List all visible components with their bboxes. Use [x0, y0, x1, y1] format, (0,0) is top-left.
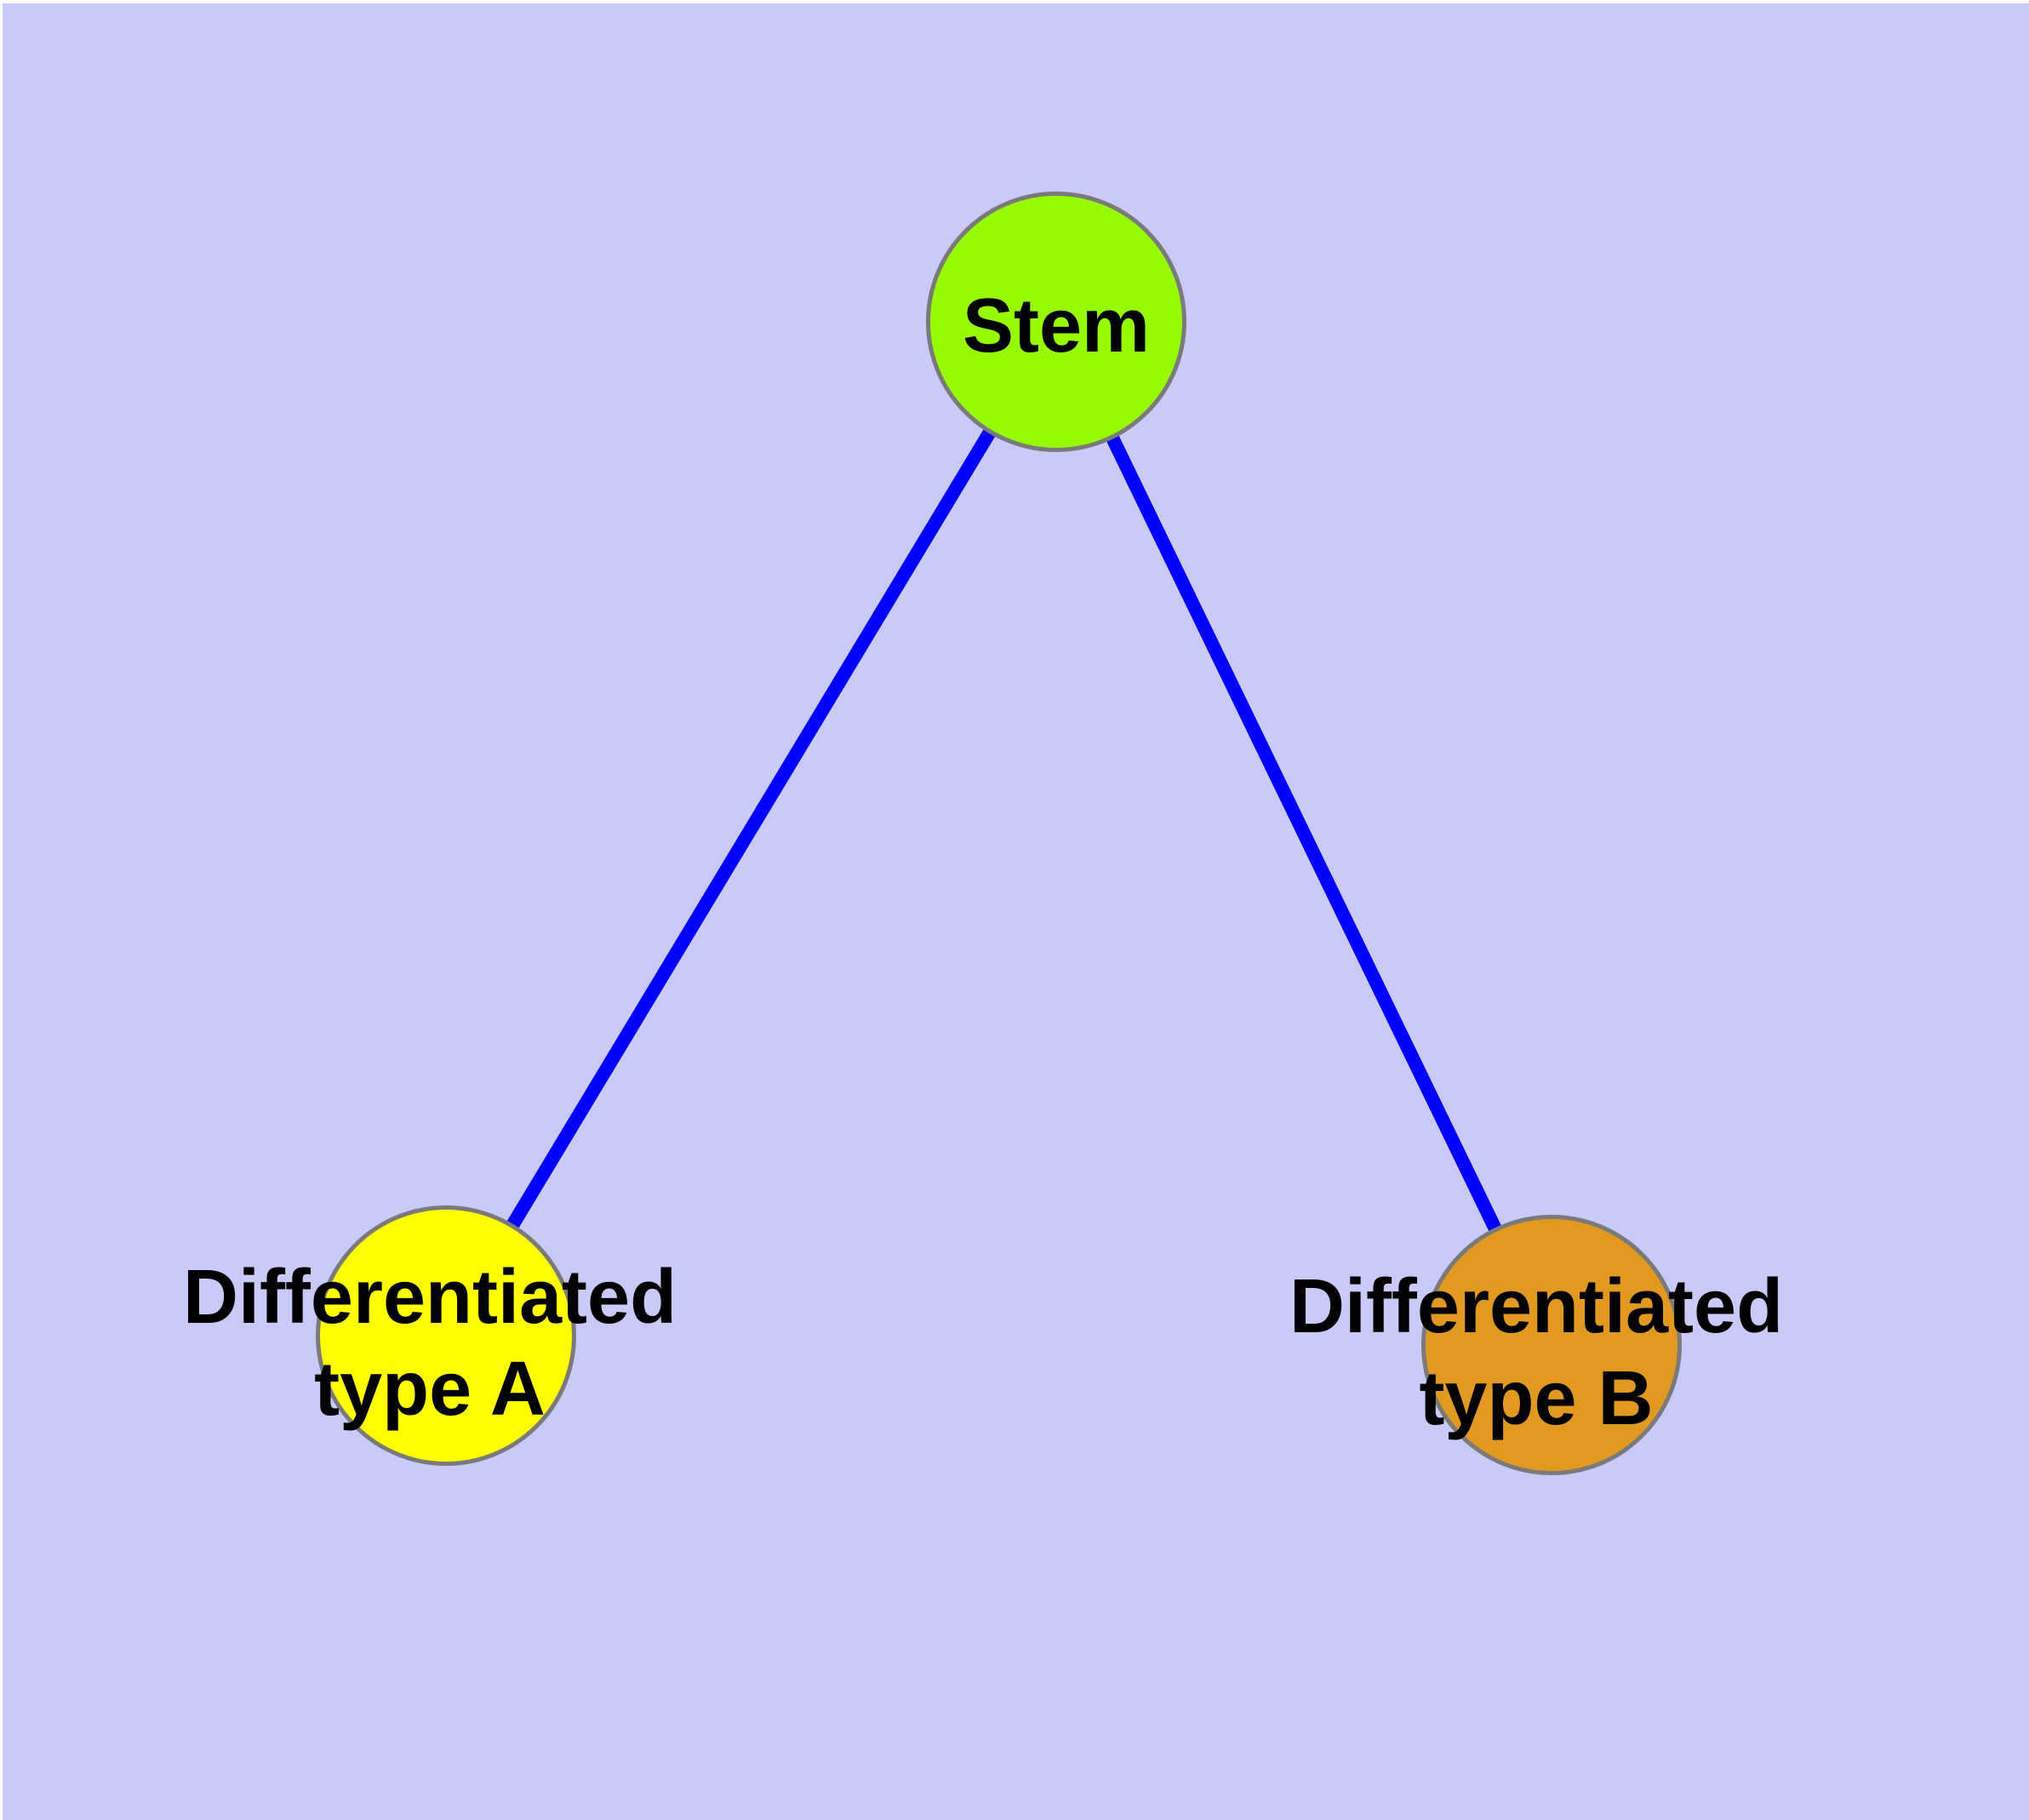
diagram-canvas: Stem Differentiated type A Differentiate… [3, 3, 2029, 1820]
edge-stem-to-type-b [1049, 318, 1558, 1348]
node-b-label-line-2: type B [1419, 1356, 1654, 1441]
node-a-label-line-1: Differentiated [182, 1255, 677, 1340]
node-b-label-line-1: Differentiated [1289, 1264, 1784, 1349]
node-stem-label: Stem [963, 280, 1150, 372]
node-differentiated-type-a-label: Differentiated type A [183, 1251, 677, 1435]
node-differentiated-type-b [1421, 1215, 1682, 1475]
node-differentiated-type-a [316, 1205, 576, 1466]
edges-layer [440, 318, 1558, 1348]
node-differentiated-type-b-label: Differentiated type B [1289, 1261, 1783, 1445]
edge-stem-to-type-a [440, 318, 1062, 1340]
node-a-label-line-2: type A [314, 1347, 546, 1432]
node-stem-label-line: Stem [962, 283, 1151, 369]
node-stem [926, 192, 1186, 452]
